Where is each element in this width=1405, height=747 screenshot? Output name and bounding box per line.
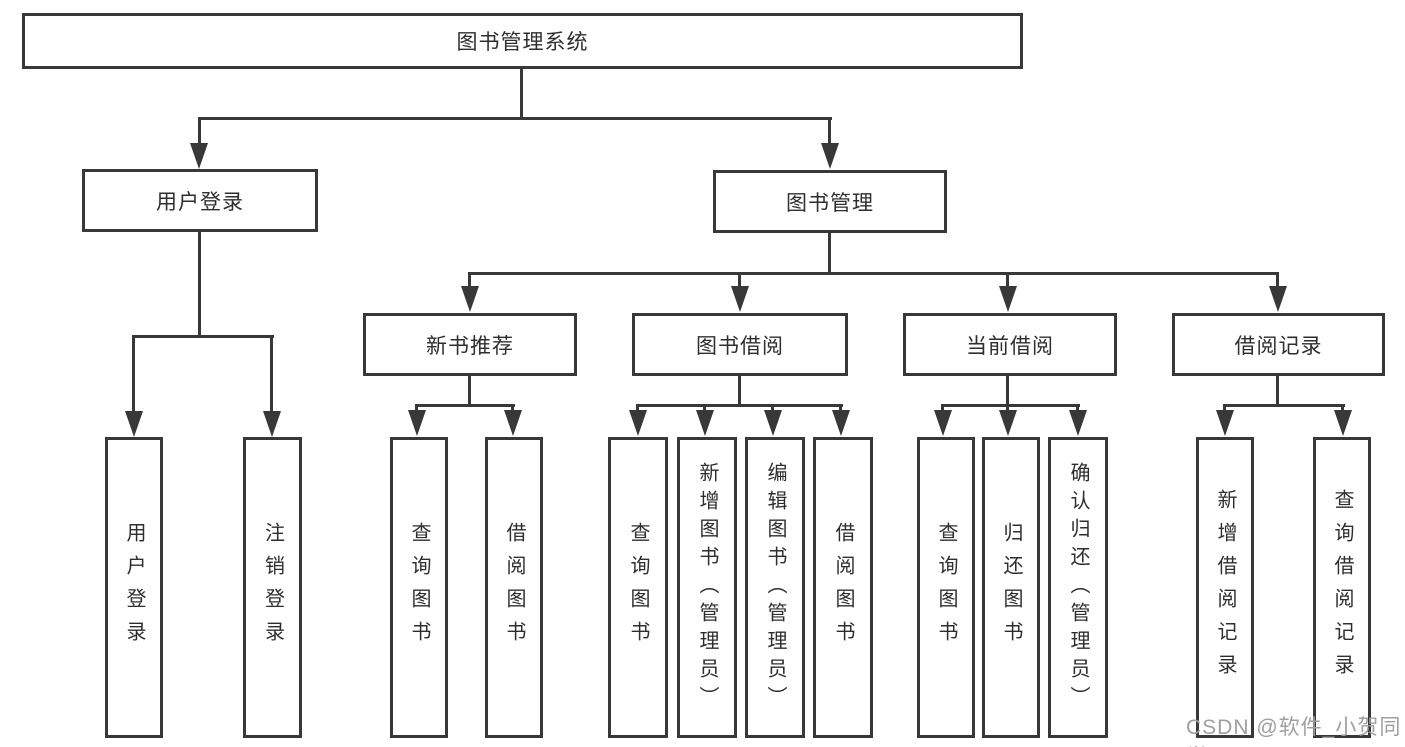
leaf-borrowing-query-books: 查询图书 (608, 437, 668, 738)
leaf-recommend-borrow-books: 借阅图书 (485, 437, 543, 738)
arrowhead-login-leaf1-icon (125, 411, 143, 437)
node-new-book-recommend: 新书推荐 (363, 313, 577, 376)
leaf-query-borrow-record-label: 查询借阅记录 (1331, 488, 1353, 687)
arrowhead-section2-leaf3-icon (764, 410, 782, 436)
leaf-borrowing-query-books-label: 查询图书 (627, 521, 649, 654)
node-root-label: 图书管理系统 (456, 31, 589, 54)
arrowhead-section2-leaf2-icon (696, 410, 714, 436)
connector-login-leaf2-line (270, 337, 273, 415)
connector-section4-leaf1-line (1223, 406, 1226, 413)
connector-login-stub (198, 231, 201, 338)
connector-management-horizontal (468, 272, 1279, 275)
connector-section2-leaf4-line (839, 406, 842, 413)
leaf-add-borrow-record: 新增借阅记录 (1196, 437, 1254, 738)
arrowhead-section3-leaf2-icon (999, 410, 1017, 436)
arrowhead-to-management-icon (821, 143, 839, 169)
connector-login-horizontal (132, 335, 274, 338)
node-new-book-recommend-label: 新书推荐 (426, 334, 514, 358)
connector-to-section1-line (468, 274, 471, 288)
connector-section1-horizontal (415, 404, 515, 407)
leaf-user-login-label: 用户登录 (123, 521, 145, 654)
arrowhead-to-section2-icon (731, 286, 749, 312)
leaf-query-borrow-record: 查询借阅记录 (1313, 437, 1371, 738)
leaf-recommend-query-books: 查询图书 (390, 437, 448, 738)
leaf-recommend-borrow-books-label: 借阅图书 (503, 521, 525, 654)
leaf-borrowing-borrow-books-label: 借阅图书 (832, 521, 854, 654)
connector-to-section4-line (1276, 274, 1279, 288)
arrowhead-login-leaf2-icon (263, 411, 281, 437)
arrowhead-section4-leaf1-icon (1216, 410, 1234, 436)
connector-section2-leaf1-line (636, 406, 639, 413)
arrowhead-section1-leaf2-icon (504, 410, 522, 436)
node-current-borrowing-label: 当前借阅 (966, 334, 1054, 358)
node-book-management-label: 图书管理 (786, 191, 874, 215)
connector-to-section3-line (1006, 274, 1009, 288)
connector-section1-leaf2-line (511, 406, 514, 413)
connector-section4-leaf2-line (1341, 406, 1344, 413)
leaf-confirm-return-admin-label: 确认归还（管理员） (1067, 461, 1089, 714)
arrowhead-section4-leaf2-icon (1334, 410, 1352, 436)
leaf-return-books-label: 归还图书 (1000, 521, 1022, 654)
connector-section4-stub (1276, 375, 1279, 406)
leaf-add-borrow-record-label: 新增借阅记录 (1214, 488, 1236, 687)
leaf-edit-books-admin-label: 编辑图书（管理员） (764, 461, 786, 714)
leaf-confirm-return-admin: 确认归还（管理员） (1048, 437, 1108, 738)
leaf-edit-books-admin: 编辑图书（管理员） (745, 437, 805, 738)
leaf-logout: 注销登录 (243, 437, 302, 738)
leaf-add-books-admin-label: 新增图书（管理员） (696, 461, 718, 714)
leaf-borrowing-borrow-books: 借阅图书 (813, 437, 873, 738)
leaf-logout-label: 注销登录 (261, 521, 284, 654)
node-root: 图书管理系统 (22, 13, 1023, 69)
connector-to-section2-line (738, 274, 741, 288)
connector-section3-leaf1-line (941, 406, 944, 413)
leaf-current-query-books-label: 查询图书 (935, 521, 957, 654)
connector-to-management-line (828, 119, 831, 145)
watermark-text: CSDN @软件_小贺同学 (1186, 716, 1402, 747)
node-user-login-label: 用户登录 (156, 190, 244, 214)
connector-section3-horizontal (941, 404, 1080, 407)
connector-to-login-line (198, 119, 201, 145)
arrowhead-to-login-icon (190, 143, 208, 169)
arrowhead-to-section3-icon (999, 286, 1017, 312)
connector-section3-leaf3-line (1076, 406, 1079, 413)
connector-section2-leaf2-line (703, 406, 706, 413)
node-user-login: 用户登录 (82, 169, 318, 232)
connector-section4-horizontal (1223, 404, 1345, 407)
node-current-borrowing: 当前借阅 (903, 313, 1117, 376)
node-book-borrowing-label: 图书借阅 (696, 334, 784, 358)
arrowhead-section1-leaf1-icon (408, 410, 426, 436)
node-book-management: 图书管理 (713, 170, 947, 233)
connector-section2-stub (738, 375, 741, 406)
arrowhead-section2-leaf4-icon (832, 410, 850, 436)
connector-root-horizontal (198, 117, 832, 120)
leaf-return-books: 归还图书 (982, 437, 1040, 738)
leaf-user-login: 用户登录 (105, 437, 163, 738)
connector-section2-horizontal (636, 404, 843, 407)
node-borrow-records: 借阅记录 (1172, 313, 1385, 376)
leaf-current-query-books: 查询图书 (917, 437, 975, 738)
connector-section3-stub (1006, 375, 1009, 406)
arrowhead-to-section1-icon (461, 286, 479, 312)
connector-section1-stub (468, 375, 471, 406)
connector-section3-leaf2-line (1006, 406, 1009, 413)
arrowhead-section3-leaf1-icon (934, 410, 952, 436)
node-borrow-records-label: 借阅记录 (1234, 334, 1323, 358)
connector-management-stub (828, 232, 831, 274)
connector-login-leaf1-line (132, 337, 135, 415)
connector-section2-leaf3-line (771, 406, 774, 413)
leaf-add-books-admin: 新增图书（管理员） (677, 437, 737, 738)
arrowhead-section3-leaf3-icon (1069, 410, 1087, 436)
node-book-borrowing: 图书借阅 (632, 313, 848, 376)
connector-section1-leaf1-line (415, 406, 418, 413)
connector-root-stub (520, 68, 523, 119)
leaf-recommend-query-books-label: 查询图书 (408, 521, 430, 654)
arrowhead-to-section4-icon (1269, 286, 1287, 312)
arrowhead-section2-leaf1-icon (629, 410, 647, 436)
